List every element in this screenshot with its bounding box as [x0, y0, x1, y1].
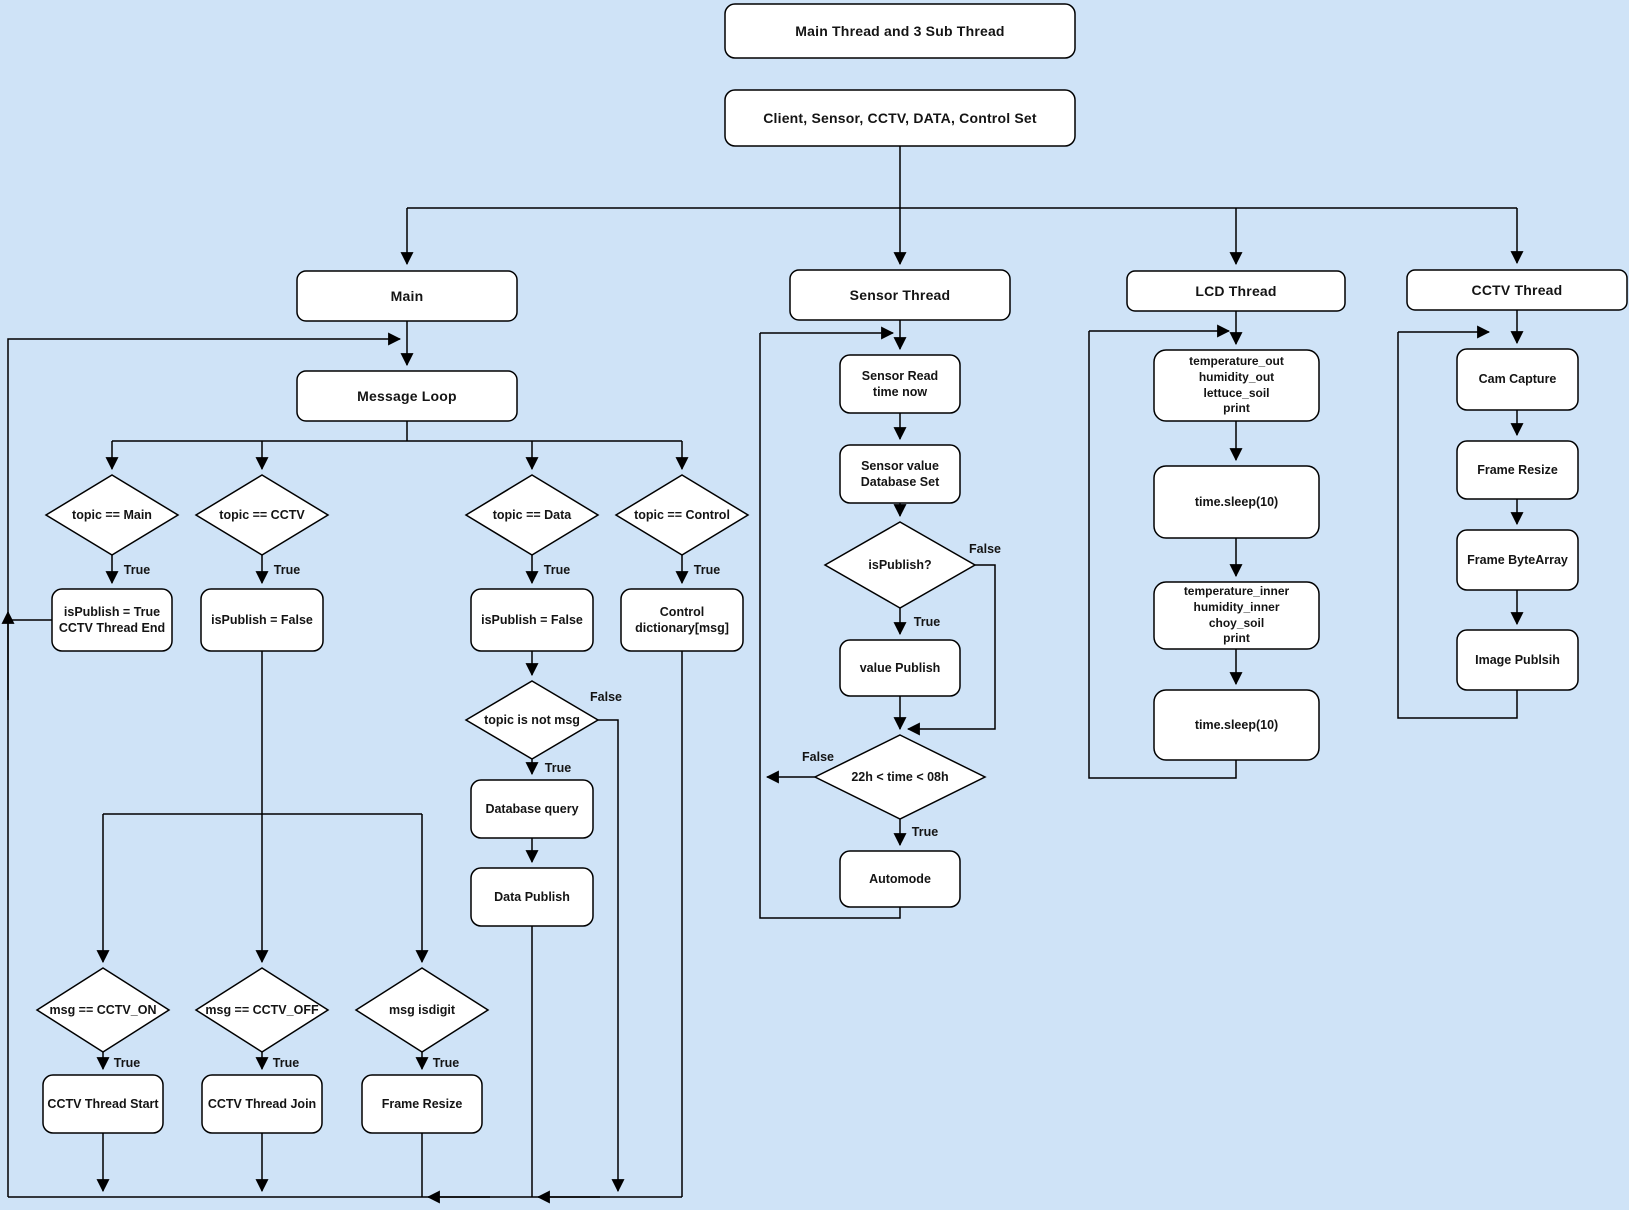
shape-lcd-header: [1126, 270, 1346, 312]
shape-msg-isdigit-decision: [354, 967, 490, 1053]
shape-topic-control-decision: [614, 474, 750, 556]
shape-title: [724, 3, 1076, 59]
shape-cam-capture: [1456, 348, 1579, 411]
shape-lcd-sleep1: [1153, 465, 1320, 539]
shape-cctv-thread-join: [201, 1074, 323, 1134]
shape-time-check-decision: [813, 734, 987, 820]
node-shapes: [35, 3, 1628, 1134]
shape-message-loop: [296, 370, 518, 422]
shape-cctv-thread-start: [42, 1074, 164, 1134]
shape-ispublish-decision: [823, 521, 977, 609]
shape-frame-bytearray: [1456, 529, 1579, 591]
shape-control-dict: [620, 588, 744, 652]
shape-ispublish-false-data: [470, 588, 594, 652]
shape-frame-resize-main: [361, 1074, 483, 1134]
shape-sensor-value: [839, 444, 961, 504]
shape-lcd-sleep2: [1153, 689, 1320, 761]
shape-data-publish: [470, 867, 594, 927]
shape-ispublish-true: [51, 588, 173, 652]
shape-image-publish: [1456, 629, 1579, 691]
shape-cctv-header: [1406, 269, 1628, 311]
shape-sensor-read: [839, 354, 961, 414]
shape-sensor-header: [789, 269, 1011, 321]
shape-database-query: [470, 779, 594, 839]
shape-ispublish-false-cctv: [200, 588, 324, 652]
shape-lcd-print-inner: [1153, 581, 1320, 650]
shape-frame-resize-cctv: [1456, 440, 1579, 500]
shape-lcd-print-out: [1153, 349, 1320, 422]
shape-msg-cctv-on-decision: [35, 967, 171, 1053]
shape-msg-cctv-off-decision: [194, 967, 330, 1053]
shape-topic-not-msg-decision: [464, 680, 600, 760]
shape-topic-cctv-decision: [194, 474, 330, 556]
shape-main-header: [296, 270, 518, 322]
shape-topic-main-decision: [44, 474, 180, 556]
shape-subtitle: [724, 89, 1076, 147]
shape-automode: [839, 850, 961, 908]
connector-lines: [1, 146, 1524, 1204]
shape-value-publish: [839, 639, 961, 697]
shape-topic-data-decision: [464, 474, 600, 556]
